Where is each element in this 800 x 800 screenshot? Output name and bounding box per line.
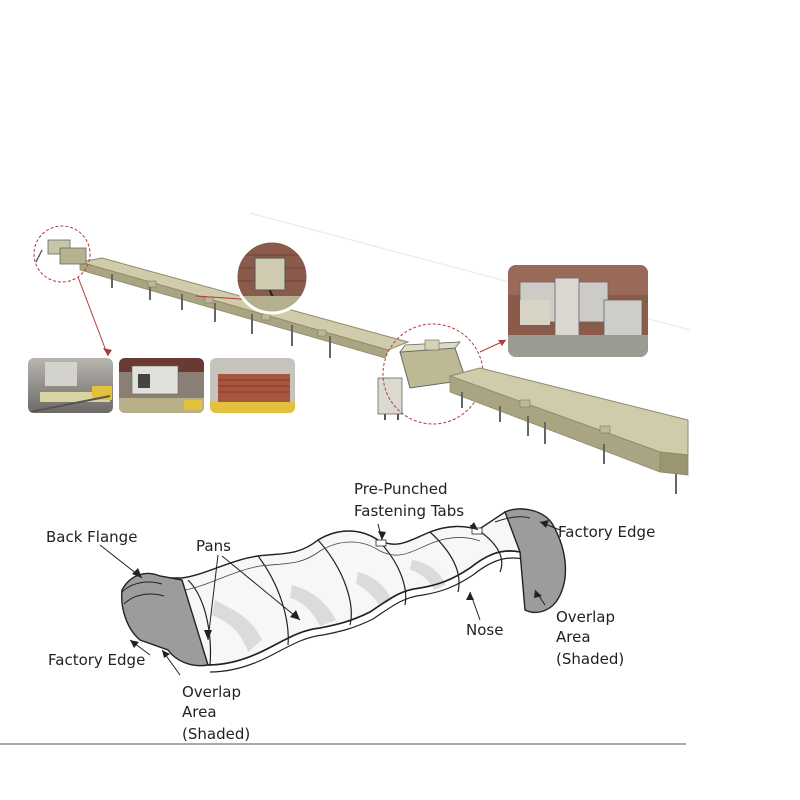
label-pans: Pans <box>196 537 231 555</box>
label-pre-punched: Pre-Punched <box>354 480 448 498</box>
conveyor-section-left <box>79 257 410 359</box>
label-overlap-right-3: (Shaded) <box>556 650 624 668</box>
label-overlap-right-2: Area <box>556 628 591 646</box>
callout-circle-feeder <box>33 225 91 283</box>
photo-inset-4 <box>508 265 648 357</box>
oven-unit <box>377 339 467 420</box>
label-overlap-left-1: Overlap <box>182 683 241 701</box>
photo-inset-2 <box>119 358 204 413</box>
label-overlap-right-1: Overlap <box>556 608 615 626</box>
inset-control-box <box>234 239 310 315</box>
fastening-tab <box>375 539 387 547</box>
overlap-area-left <box>121 572 209 667</box>
conveyor-section-right <box>448 367 689 494</box>
feeder-machine <box>35 239 87 265</box>
label-fastening-tabs: Fastening Tabs <box>354 502 464 520</box>
label-nose: Nose <box>466 621 503 639</box>
callout-line-feeder <box>77 276 109 357</box>
overlap-area-right <box>504 508 567 614</box>
production-line-illustration <box>28 212 691 494</box>
label-factory-edge-right: Factory Edge <box>558 523 655 541</box>
photo-inset-1 <box>28 358 113 413</box>
arrow-heads <box>130 520 549 658</box>
photo-inset-3 <box>210 358 295 413</box>
label-overlap-left-3: (Shaded) <box>182 725 250 743</box>
label-back-flange: Back Flange <box>46 528 137 546</box>
roof-tile-diagram: Pre-Punched Fastening Tabs Back Flange P… <box>46 480 655 743</box>
label-factory-edge-left: Factory Edge <box>48 651 145 669</box>
label-overlap-left-2: Area <box>182 703 217 721</box>
